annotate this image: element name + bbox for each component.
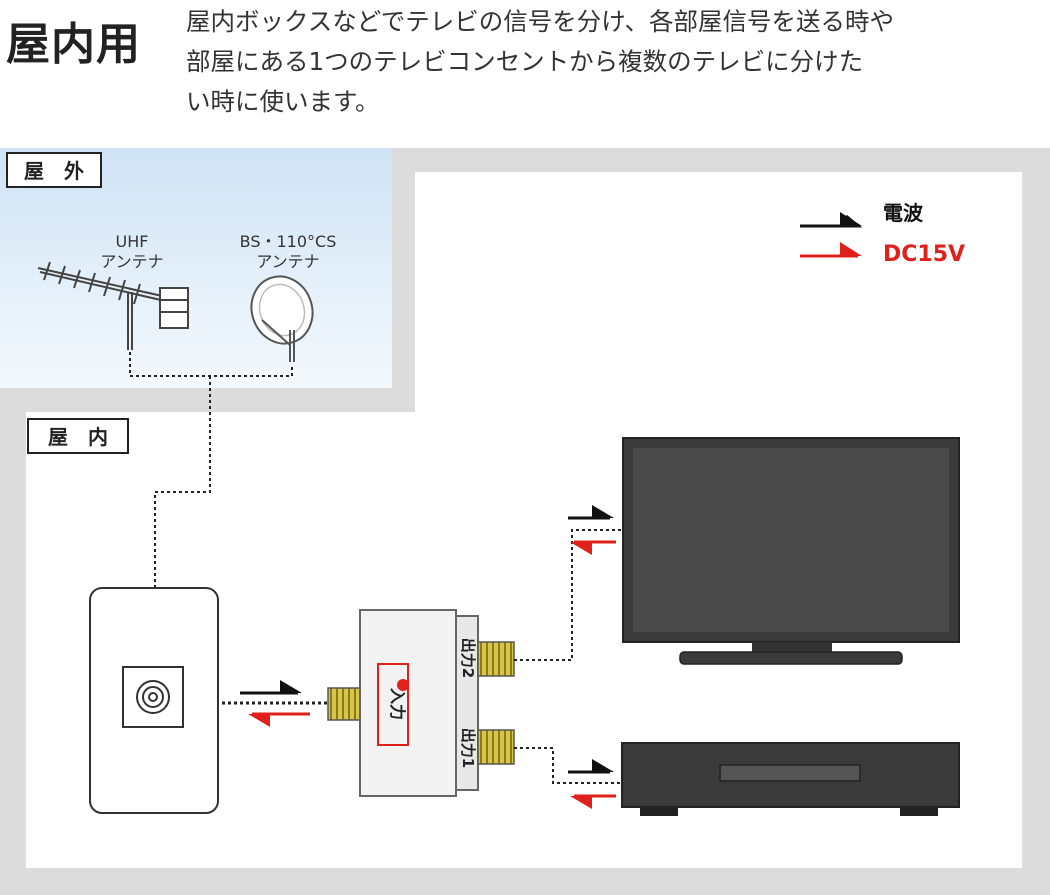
svg-text:屋 外: 屋 外 bbox=[24, 159, 84, 183]
input-dc-arrow bbox=[248, 712, 310, 727]
recorder-dc-arrow bbox=[570, 794, 616, 809]
page-title: 屋内用 bbox=[6, 19, 141, 70]
splitter-output2-label: 出力2 bbox=[459, 638, 477, 678]
svg-text:BS・110°CS: BS・110°CS bbox=[240, 232, 337, 251]
antenna-cable bbox=[129, 352, 293, 588]
splitter-input-label: 入力 bbox=[388, 688, 407, 720]
bs-antenna-icon bbox=[250, 275, 314, 362]
output2-cable bbox=[514, 529, 622, 661]
legend: 電波 DC15V bbox=[800, 201, 965, 267]
input-connector bbox=[327, 687, 361, 721]
uhf-antenna-label: UHF アンテナ bbox=[100, 232, 163, 271]
television-icon bbox=[622, 437, 960, 665]
output2-connector bbox=[477, 641, 515, 677]
description-line-1: 屋内ボックスなどでテレビの信号を分け、各部屋信号を送る時や bbox=[186, 7, 895, 36]
wall-outlet bbox=[89, 587, 219, 814]
recorder-radio-arrow bbox=[568, 759, 614, 774]
splitter-output1-label: 出力1 bbox=[459, 728, 477, 768]
svg-text:アンテナ: アンテナ bbox=[256, 252, 319, 271]
input-radio-arrow bbox=[240, 680, 302, 695]
tv-radio-arrow bbox=[568, 505, 614, 520]
legend-radio-wave: 電波 bbox=[883, 201, 924, 225]
svg-text:アンテナ: アンテナ bbox=[100, 252, 163, 271]
description-line-2: 部屋にある1つのテレビコンセントから複数のテレビに分けた bbox=[186, 47, 864, 76]
svg-text:屋 内: 屋 内 bbox=[48, 425, 108, 449]
uhf-antenna-icon bbox=[37, 261, 189, 350]
bs-antenna-label: BS・110°CS アンテナ bbox=[240, 232, 337, 271]
tv-dc-arrow bbox=[570, 540, 616, 555]
svg-text:UHF: UHF bbox=[116, 232, 149, 251]
description: 屋内ボックスなどでテレビの信号を分け、各部屋信号を送る時や 部屋にある1つのテレ… bbox=[186, 2, 1050, 122]
legend-dc: DC15V bbox=[883, 242, 965, 267]
output1-cable bbox=[514, 747, 622, 784]
outdoor-label: 屋 外 bbox=[6, 152, 102, 188]
output1-connector bbox=[477, 729, 515, 765]
splitter: 入力 出力2 出力1 bbox=[327, 609, 515, 797]
recorder-icon bbox=[621, 742, 960, 816]
dc-indicator-icon bbox=[397, 679, 409, 691]
description-line-3: い時に使います。 bbox=[186, 87, 380, 116]
indoor-label: 屋 内 bbox=[27, 418, 129, 454]
